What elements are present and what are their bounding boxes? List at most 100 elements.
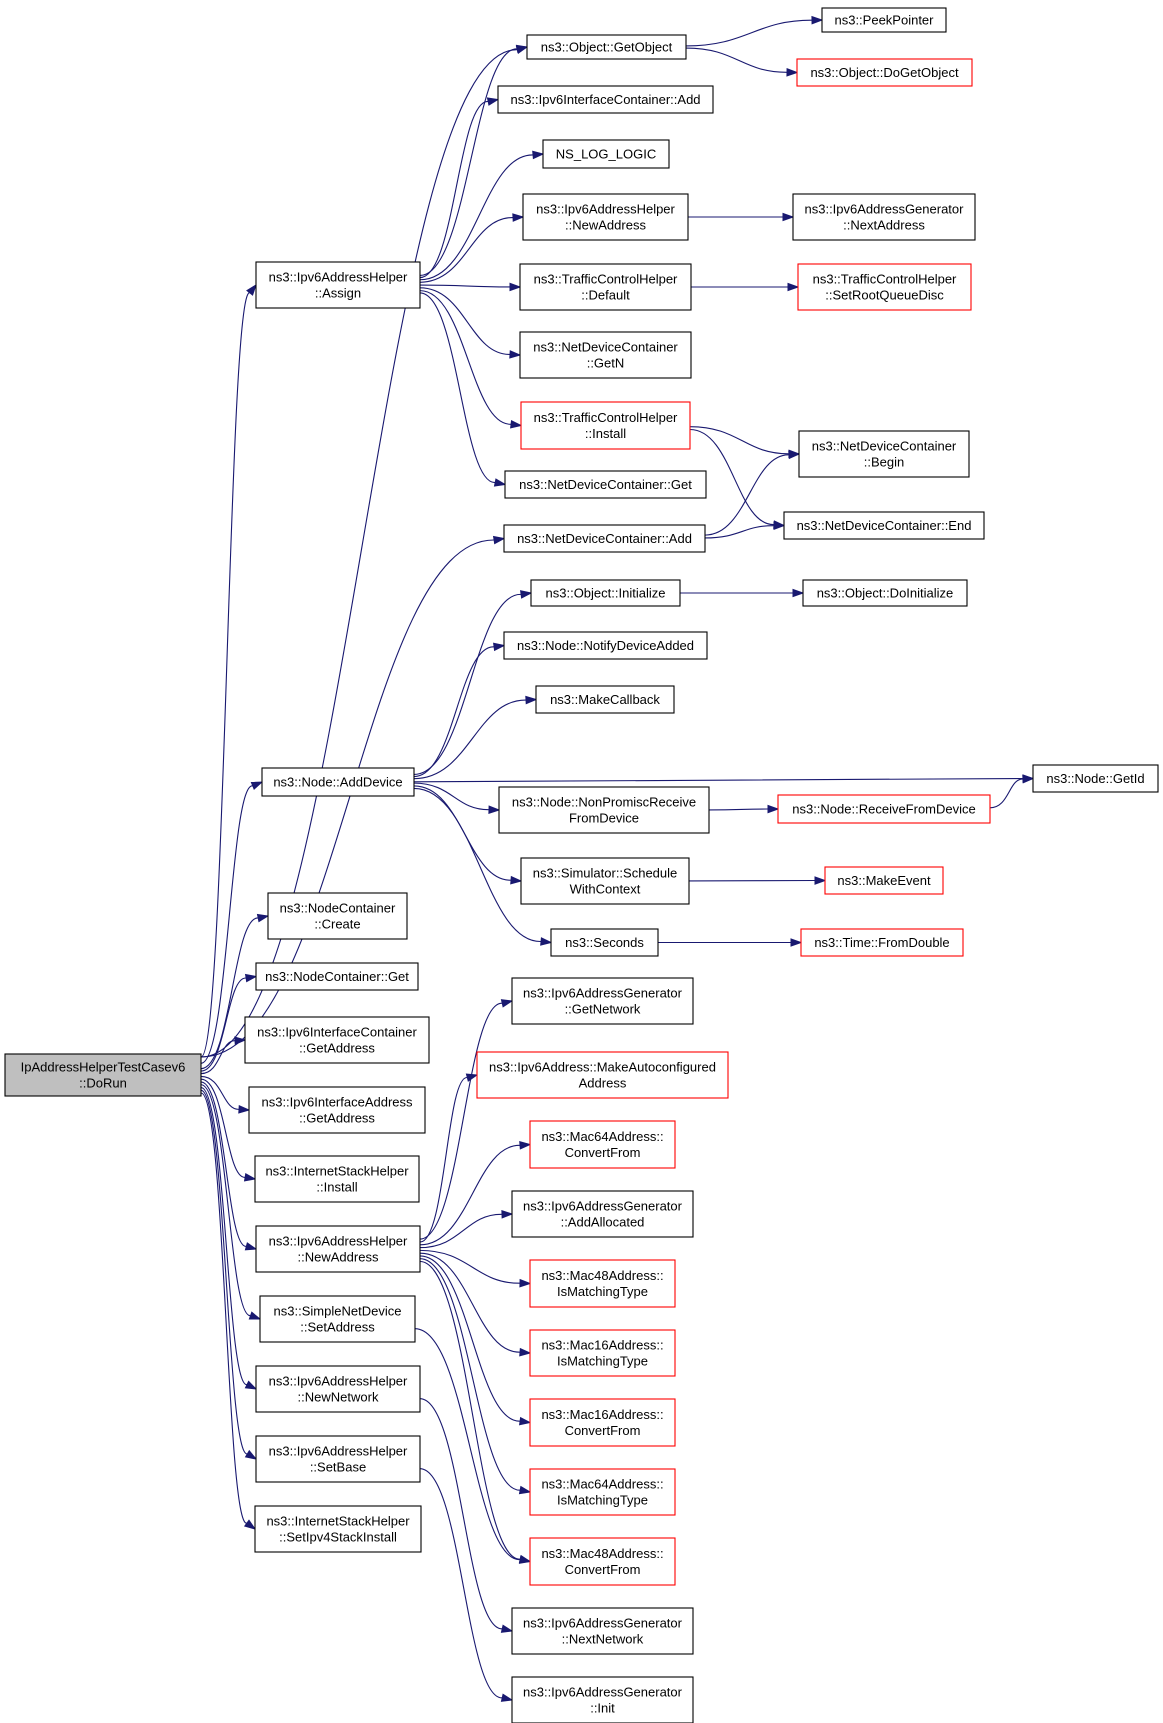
edge-line: [689, 428, 775, 526]
node-ncget[interactable]: ns3::NodeContainer::Get: [255, 962, 419, 991]
edge-simplesetaddr-to-mac48conv: [414, 1328, 532, 1564]
edge-root-to-simplesetaddr: [200, 1084, 262, 1320]
node-tcinstall[interactable]: ns3::TrafficControlHelper::Install: [520, 401, 691, 450]
node-mac64match[interactable]: ns3::Mac64Address::IsMatchingType: [529, 1468, 676, 1516]
node-box: [529, 1468, 676, 1516]
edge-line: [200, 1084, 251, 1317]
node-assign[interactable]: ns3::Ipv6AddressHelper::Assign: [255, 261, 421, 309]
edge-line: [419, 1252, 521, 1353]
node-ishinstall[interactable]: ns3::InternetStackHelper::Install: [254, 1155, 420, 1203]
node-box: [520, 401, 691, 450]
edge-arrowhead: [250, 781, 264, 790]
node-mac16match[interactable]: ns3::Mac16Address::IsMatchingType: [529, 1329, 676, 1377]
node-nslog[interactable]: NS_LOG_LOGIC: [542, 139, 670, 169]
node-dogetobject[interactable]: ns3::Object::DoGetObject: [796, 58, 973, 87]
edge-arrowhead: [492, 535, 506, 545]
node-fromdouble[interactable]: ns3::Time::FromDouble: [800, 928, 964, 957]
node-gengetnet[interactable]: ns3::Ipv6AddressGenerator::GetNetwork: [511, 977, 694, 1025]
node-getobject[interactable]: ns3::Object::GetObject: [526, 34, 687, 60]
edge-line: [413, 787, 542, 943]
edge-arrowhead: [248, 1311, 262, 1320]
edge-arrowhead: [244, 973, 258, 983]
node-makeevent[interactable]: ns3::MakeEvent: [824, 866, 944, 895]
node-ndcgetn[interactable]: ns3::NetDeviceContainer::GetN: [519, 331, 692, 379]
node-ifcadd[interactable]: ns3::Ipv6InterfaceContainer::Add: [497, 85, 714, 114]
edge-line: [200, 1040, 236, 1075]
call-nodes: IpAddressHelperTestCasev6::DoRunns3::Ipv…: [4, 7, 1159, 1723]
node-makeauto[interactable]: ns3::Ipv6Address::MakeAutoconfiguredAddr…: [476, 1051, 729, 1099]
node-mac48match[interactable]: ns3::Mac48Address::IsMatchingType: [529, 1259, 676, 1308]
node-helpernewaddr2[interactable]: ns3::Ipv6AddressHelper::NewAddress: [255, 1225, 421, 1273]
node-box: [777, 794, 991, 824]
node-ifcgetaddr[interactable]: ns3::Ipv6InterfaceContainer::GetAddress: [244, 1016, 430, 1064]
node-root[interactable]: IpAddressHelperTestCasev6::DoRun: [4, 1053, 202, 1097]
node-ishsetv4[interactable]: ns3::InternetStackHelper::SetIpv4StackIn…: [254, 1505, 422, 1553]
node-mac64conv[interactable]: ns3::Mac64Address::ConvertFrom: [529, 1120, 676, 1169]
node-label: IsMatchingType: [557, 1354, 648, 1369]
edge-line: [419, 1213, 503, 1249]
node-ndcadd[interactable]: ns3::NetDeviceContainer::Add: [503, 524, 706, 553]
node-mac16conv[interactable]: ns3::Mac16Address::ConvertFrom: [529, 1398, 676, 1447]
node-label: ns3::Object::DoGetObject: [810, 65, 959, 80]
node-getid[interactable]: ns3::Node::GetId: [1032, 764, 1159, 793]
edge-line: [689, 426, 790, 455]
node-makecallback[interactable]: ns3::MakeCallback: [535, 685, 675, 714]
edge-adddevice-to-notifydev: [413, 642, 506, 778]
node-tcdefault[interactable]: ns3::TrafficControlHelper::Default: [519, 263, 692, 311]
node-label: ns3::Mac64Address::: [541, 1129, 663, 1144]
node-label: ns3::Ipv6AddressGenerator: [523, 986, 683, 1001]
node-ndcbegin[interactable]: ns3::NetDeviceContainer::Begin: [798, 430, 970, 478]
node-label: ConvertFrom: [565, 1423, 641, 1438]
node-box: [255, 1365, 421, 1413]
edge-arrowhead: [814, 876, 827, 885]
node-ifagetaddr[interactable]: ns3::Ipv6InterfaceAddress::GetAddress: [248, 1086, 426, 1134]
node-objdoinit[interactable]: ns3::Object::DoInitialize: [802, 579, 968, 607]
node-label: ::SetBase: [310, 1460, 366, 1475]
edge-arrowhead: [519, 1278, 532, 1288]
edge-assign-to-ndcgetn: [419, 287, 522, 359]
edge-helpernewaddr2-to-mac16conv: [419, 1255, 532, 1426]
node-adddevice[interactable]: ns3::Node::AddDevice: [261, 767, 415, 797]
node-seconds[interactable]: ns3::Seconds: [550, 928, 659, 957]
node-genaddalloc[interactable]: ns3::Ipv6AddressGenerator::AddAllocated: [511, 1190, 694, 1238]
edge-helpernewaddr-to-gennextaddr: [688, 212, 795, 222]
edge-adddevice-to-seconds: [413, 787, 553, 946]
node-gennextnet[interactable]: ns3::Ipv6AddressGenerator::NextNetwork: [511, 1607, 694, 1655]
edge-arrowhead: [493, 642, 506, 652]
edge-line: [419, 48, 518, 277]
edge-arrowhead: [500, 1693, 514, 1702]
node-objinit[interactable]: ns3::Object::Initialize: [530, 579, 681, 607]
node-tcroot[interactable]: ns3::TrafficControlHelper::SetRootQueueD…: [797, 263, 972, 311]
edge-arrowhead: [512, 213, 525, 222]
edge-arrowhead: [519, 1416, 532, 1426]
edge-arrowhead: [509, 282, 522, 292]
node-helpersetbase[interactable]: ns3::Ipv6AddressHelper::SetBase: [255, 1435, 421, 1483]
node-simplesetaddr[interactable]: ns3::SimpleNetDevice::SetAddress: [259, 1295, 416, 1343]
node-helpernewnet[interactable]: ns3::Ipv6AddressHelper::NewNetwork: [255, 1365, 421, 1413]
edge-arrowhead: [243, 1173, 257, 1182]
node-label: FromDevice: [569, 811, 639, 826]
node-label: ns3::NetDeviceContainer: [533, 340, 678, 355]
edge-arrowhead: [786, 67, 799, 77]
node-gennextaddr[interactable]: ns3::Ipv6AddressGenerator::NextAddress: [792, 193, 976, 241]
node-helpernewaddr[interactable]: ns3::Ipv6AddressHelper::NewAddress: [522, 193, 689, 241]
edge-helpernewaddr2-to-mac16match: [419, 1252, 532, 1357]
edge-line: [419, 1258, 521, 1491]
node-ndcget[interactable]: ns3::NetDeviceContainer::Get: [504, 470, 707, 499]
node-mac48conv[interactable]: ns3::Mac48Address::ConvertFrom: [529, 1537, 676, 1586]
node-label: ns3::Node::GetId: [1046, 771, 1144, 786]
node-geninit[interactable]: ns3::Ipv6AddressGenerator::Init: [511, 1676, 694, 1723]
node-label: ns3::Ipv6InterfaceContainer::Add: [510, 92, 700, 107]
node-peekpointer[interactable]: ns3::PeekPointer: [821, 7, 947, 33]
edge-tcinstall-to-ndcbegin: [689, 426, 801, 459]
edge-root-to-helpernewnet: [200, 1087, 258, 1390]
node-box: [821, 7, 947, 33]
node-label: ns3::Object::GetObject: [541, 40, 673, 55]
node-nccreate[interactable]: ns3::NodeContainer::Create: [267, 892, 408, 940]
node-box: [497, 85, 714, 114]
node-recvfromdev[interactable]: ns3::Node::ReceiveFromDevice: [777, 794, 991, 824]
node-ndcend[interactable]: ns3::NetDeviceContainer::End: [783, 511, 985, 540]
node-notifydev[interactable]: ns3::Node::NotifyDeviceAdded: [503, 631, 708, 660]
